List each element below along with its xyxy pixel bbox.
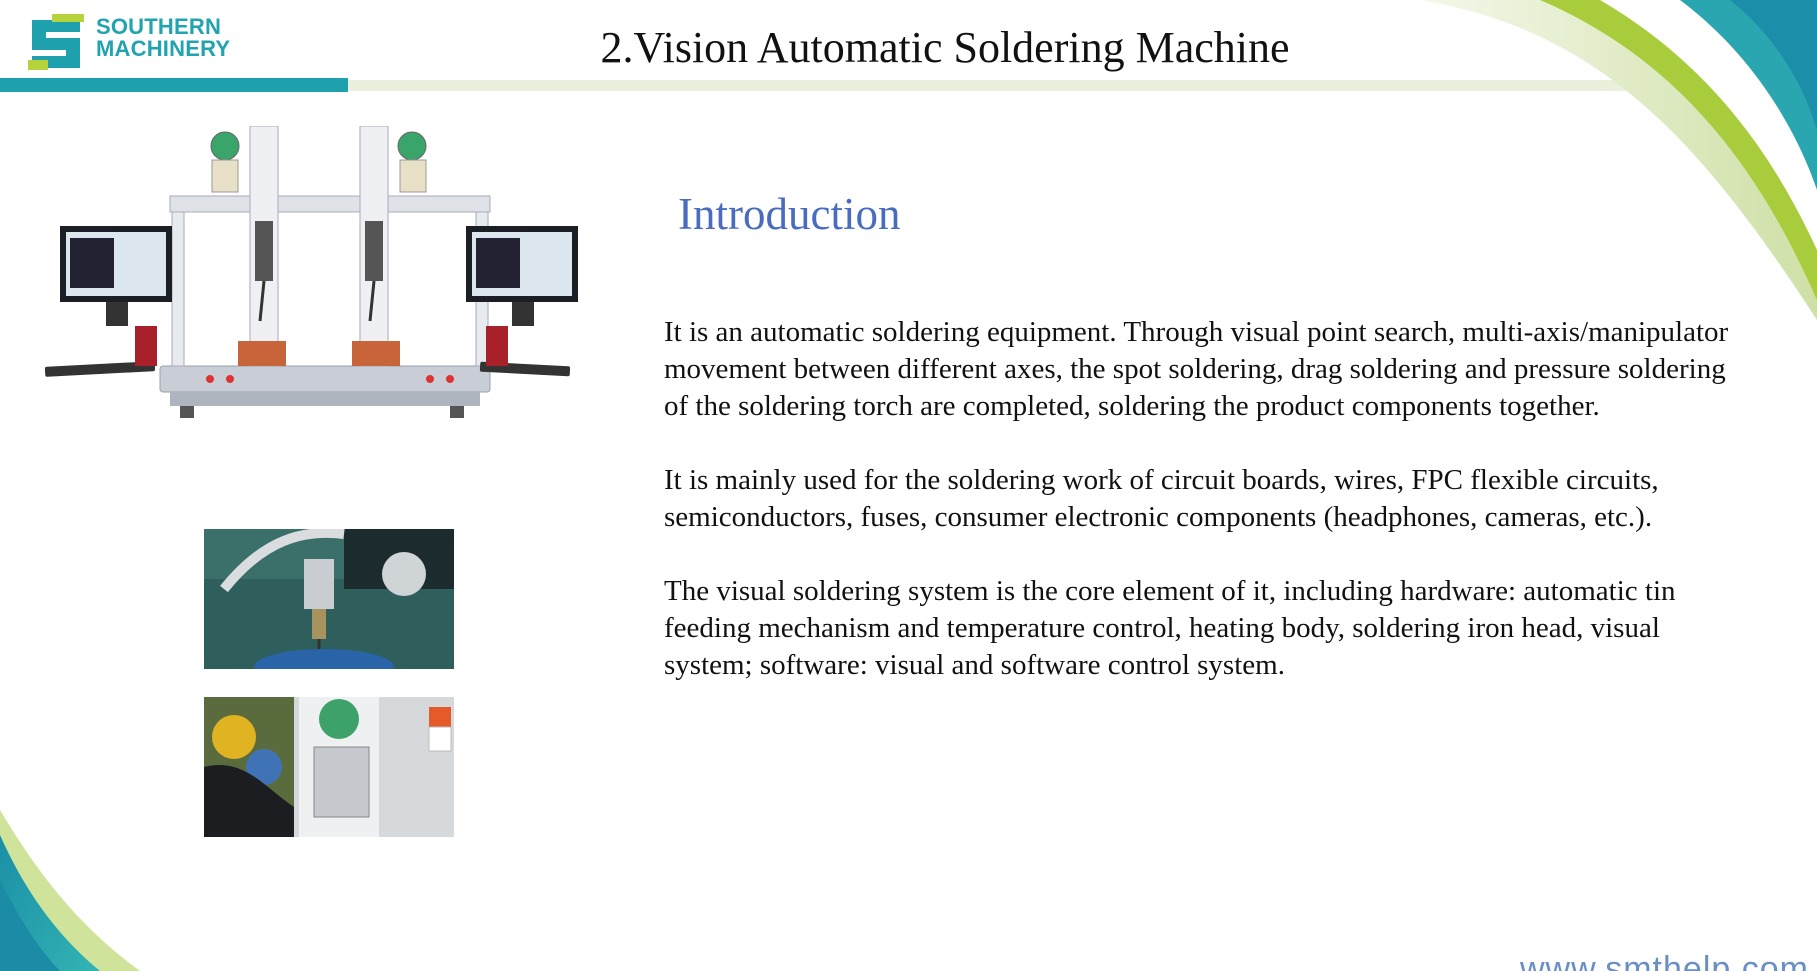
logo-text: SOUTHERN MACHINERY	[96, 16, 230, 60]
logo-line-2: MACHINERY	[96, 36, 231, 61]
paragraph-3: The visual soldering system is the core …	[664, 575, 1676, 681]
page-title: 2.Vision Automatic Soldering Machine	[600, 23, 1290, 72]
soldering-machine-image	[44, 126, 578, 418]
paragraph-2: It is mainly used for the soldering work…	[664, 464, 1659, 533]
introduction-body: It is an automatic soldering equipment. …	[664, 314, 1744, 721]
soldering-tip-photo	[204, 529, 454, 669]
introduction-heading: Introduction	[678, 189, 901, 239]
paragraph-1: It is an automatic soldering equipment. …	[664, 316, 1729, 422]
company-logo	[28, 14, 84, 70]
logo-line-1: SOUTHERN	[96, 14, 222, 39]
footer-url[interactable]: www.smthelp.com	[1520, 950, 1809, 971]
wire-feeder-photo	[204, 697, 454, 837]
